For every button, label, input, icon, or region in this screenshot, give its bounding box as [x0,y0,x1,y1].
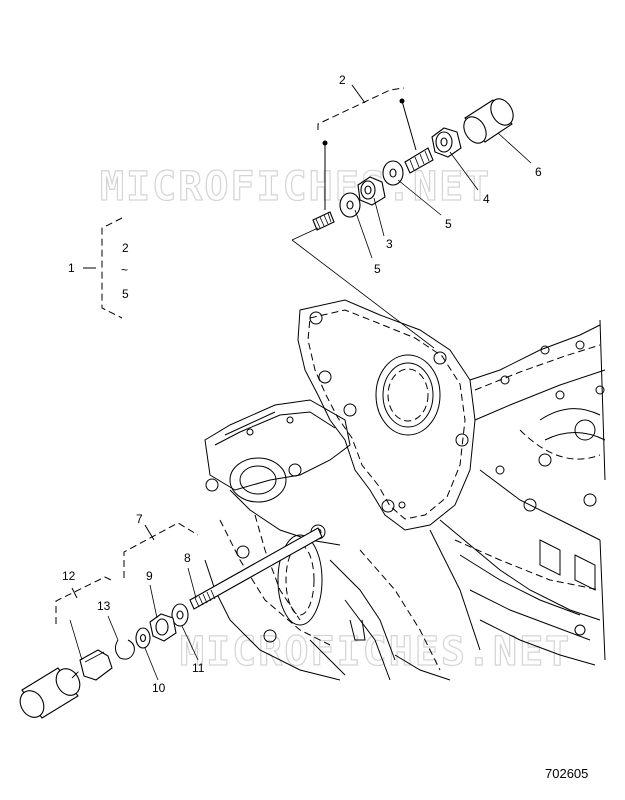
cap-6 [463,98,514,144]
callout-2-range-start: 2 [122,241,129,255]
plug [79,649,113,681]
callout-1: 1 [68,261,75,275]
lower-stud-assembly [19,522,323,719]
washer-10 [135,627,151,649]
callout-9: 9 [146,569,153,583]
callout-4: 4 [483,192,490,206]
stud-left [312,211,335,231]
snap-ring-13 [114,639,135,660]
nut-4 [431,127,462,158]
callout-8: 8 [184,551,191,565]
figure-number: 702605 [545,766,588,781]
callout-5-lower: 5 [374,262,381,276]
watermark-bottom: MICROFICHES.NET [180,629,571,675]
nut-9 [149,613,177,642]
callout-3: 3 [386,237,393,251]
upper-stud-assembly [291,84,532,349]
callout-2: 2 [339,73,346,87]
callout-7: 7 [136,512,143,526]
washer-5-left [339,192,361,218]
callout-11: 11 [192,661,205,675]
callout-6: 6 [535,165,542,179]
stud-right [404,147,434,174]
callout-5-range-end: 5 [122,287,129,301]
callout-range-tilde: ~ [121,263,128,277]
callout-13: 13 [97,599,111,613]
stud-8 [189,527,323,610]
sleeve-12 [19,667,81,719]
callout-12: 12 [62,569,76,583]
engine-block [204,299,606,681]
nut-3 [357,176,386,206]
bracket-1 [83,217,123,319]
callout-10: 10 [152,681,166,695]
washer-11 [171,603,189,627]
callout-5-upper: 5 [445,217,452,231]
washer-5-right [382,160,404,186]
watermark-top: MICROFICHES.NET [100,164,491,210]
